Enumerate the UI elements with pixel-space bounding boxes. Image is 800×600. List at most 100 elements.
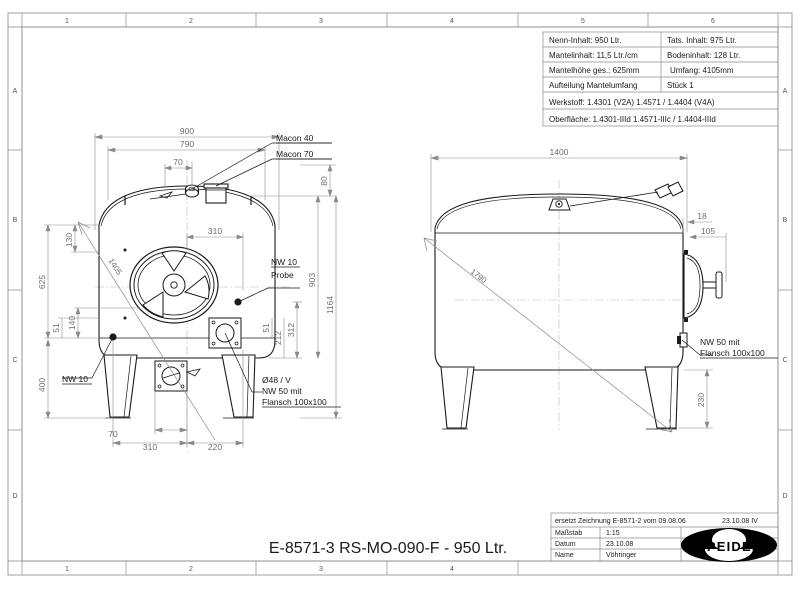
callout-underlines	[62, 142, 341, 408]
dim-51-right: 51	[261, 323, 271, 333]
front-dimension-lines	[44, 133, 342, 447]
dim-width-1400: 1400	[550, 147, 569, 157]
dim-312: 312	[286, 323, 296, 337]
frame-col-top-3: 3	[319, 18, 323, 25]
speidel-logo-text: SPEIDEL	[697, 539, 761, 554]
spec-row-2-right: Umfang: 4105mm	[670, 66, 734, 75]
callout-nw10-probe-1: NW 10	[271, 257, 297, 267]
side-view-centerlines	[455, 180, 700, 430]
frame-row-left-d: D	[12, 493, 17, 500]
field-value-0: 1:15	[606, 530, 620, 537]
field-value-2: Vöhringer	[606, 552, 637, 559]
nozzle-macon-40	[184, 184, 200, 198]
spec-row-3-left: Aufteilung Mantelumfang	[549, 81, 638, 90]
frame-col-bot-1: 1	[65, 566, 69, 573]
top-lugs-front	[124, 196, 252, 205]
field-label-2: Name	[555, 552, 574, 559]
frame-row-labels: A B C D A B C D	[12, 88, 787, 500]
nozzle-flange-bottom-front	[154, 360, 201, 392]
dim-base-220: 220	[208, 442, 222, 452]
side-view: 1790 1400 18 105 230	[423, 147, 778, 433]
callout-macon-70: Macon 70	[276, 149, 314, 159]
tank-legs-side-edges	[442, 367, 677, 430]
spec-row-2-left: Mantelhöhe ges.: 625mm	[549, 66, 640, 75]
diagonal-1790-arrow-start	[423, 237, 438, 252]
revision-note: ersetzt Zeichnung E-8571-2 vom 09.08.06	[555, 518, 686, 525]
front-callout-texts: Macon 40 Macon 70 NW 10 Probe NW 10 Ø48 …	[62, 133, 327, 407]
page-title: E-8571-3 RS-MO-090-F - 950 Ltr.	[269, 540, 507, 557]
dim-140: 140	[67, 316, 77, 330]
front-view: 1405	[37, 126, 342, 455]
frame-column-labels-bottom: 1 2 3 4	[65, 566, 454, 573]
callout-nw10-probe-2: Probe	[271, 270, 294, 280]
nozzle-macon-70	[203, 183, 229, 204]
dim-212: 212	[273, 331, 283, 345]
lifting-lug-side	[548, 198, 571, 211]
frame-col-top-5: 5	[581, 18, 585, 25]
dim-manhole-310: 310	[208, 226, 222, 236]
speidel-logo: SPEIDEL	[681, 528, 777, 562]
dim-top-80: 80	[319, 176, 329, 186]
frame-col-top-2: 2	[189, 18, 193, 25]
diagonal-1405-line	[77, 221, 216, 441]
tank-legs-side	[440, 366, 679, 429]
side-dimension-labels: 1400 18 105 230	[550, 147, 716, 407]
spec-table: Nenn-Inhalt: 950 Ltr. Tats. Inhalt: 975 …	[542, 31, 779, 127]
dim-legs-400: 400	[37, 378, 47, 392]
tank-legs-front	[103, 354, 256, 418]
manhole-spokes	[142, 250, 210, 318]
front-dimension-labels-vertical: 80 625 130 51 140 400 51 212 312 903 116…	[37, 176, 335, 392]
diagonal-1790-arrow-end	[658, 418, 673, 433]
spec-row-0-left: Nenn-Inhalt: 950 Ltr.	[549, 36, 622, 45]
spec-row-1-left: Mantelinhalt: 11,5 Ltr./cm	[549, 51, 638, 60]
callout-outlet-3: Flansch 100x100	[262, 397, 327, 407]
spec-row-0-right: Tats. Inhalt: 975 Ltr.	[667, 36, 737, 45]
side-dimension-lines	[429, 154, 727, 429]
spec-row-3-right: Stück 1	[667, 81, 694, 90]
dim-1164: 1164	[325, 296, 335, 315]
dim-width-790: 790	[180, 139, 194, 149]
nozzle-top-side	[654, 181, 684, 199]
dim-18: 18	[697, 211, 707, 221]
frame-col-bot-3: 3	[319, 566, 323, 573]
dome-arrow-leader	[149, 193, 187, 200]
callout-macon-40: Macon 40	[276, 133, 314, 143]
frame-row-right-a: A	[783, 88, 788, 95]
dim-230: 230	[696, 393, 706, 407]
field-label-1: Datum	[555, 541, 576, 548]
field-value-1: 23.10.08	[606, 541, 633, 548]
title-block: ersetzt Zeichnung E-8571-2 vom 09.08.06 …	[269, 512, 779, 562]
frame-row-right-c: C	[782, 357, 787, 364]
dim-head-130: 130	[64, 233, 74, 247]
dim-base-310: 310	[143, 442, 157, 452]
callout-outlet-1: Ø48 / V	[262, 375, 291, 385]
side-callout-texts: NW 50 mit Flansch 100x100	[700, 337, 765, 358]
manhole-front	[129, 246, 219, 324]
dim-shell-625: 625	[37, 275, 47, 289]
spec-row-1-right: Bodeninhalt: 128 Ltr.	[667, 51, 740, 60]
callout-nw50-flange-2: Flansch 100x100	[700, 348, 765, 358]
callout-nw10-lower: NW 10	[62, 374, 88, 384]
frame-column-labels-top: 1 2 3 4 5 6	[65, 18, 715, 25]
dim-903: 903	[307, 273, 317, 287]
nozzle-flange-shell-front	[208, 317, 242, 349]
front-dimension-labels: 900 790 70 310 70 310 220	[108, 126, 222, 452]
frame-col-top-1: 1	[65, 18, 69, 25]
diagonal-1790-line	[423, 237, 673, 433]
dim-105: 105	[701, 226, 715, 236]
dim-base-70: 70	[108, 429, 118, 439]
spec-material-row: Werkstoff: 1.4301 (V2A) 1.4571 / 1.4404 …	[549, 98, 715, 107]
callout-nw50-flange-1: NW 50 mit	[700, 337, 740, 347]
tank-shell-side-inner	[435, 196, 683, 234]
manhole-side	[683, 250, 723, 322]
frame-col-top-6: 6	[711, 18, 715, 25]
top-side-link-line	[569, 191, 659, 207]
frame-col-bot-4: 4	[450, 566, 454, 573]
dim-width-900: 900	[180, 126, 194, 136]
frame-row-left-c: C	[12, 357, 17, 364]
nozzle-nw50-side	[677, 332, 688, 348]
dim-51-upper: 51	[51, 323, 61, 333]
spec-surface-row: Oberfläche: 1.4301-IIId 1.4571-IIIc / 1.…	[549, 115, 716, 124]
side-callout-leaders	[681, 339, 712, 356]
